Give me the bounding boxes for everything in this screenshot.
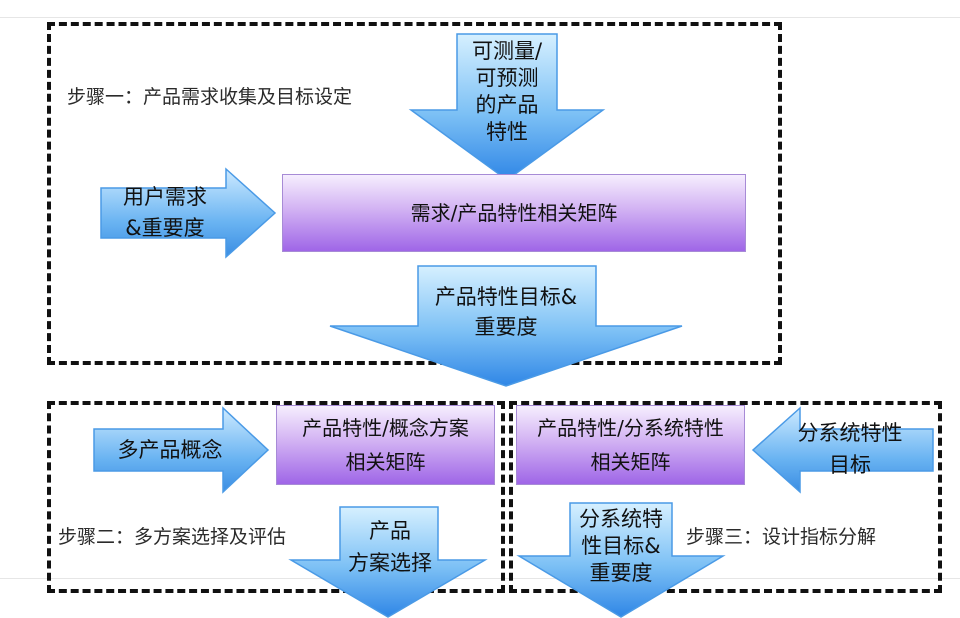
user-needs-right-arrow <box>100 167 277 259</box>
subsystem-targets-in-label: 分系统特性 目标 <box>797 421 903 477</box>
step3-label: 步骤三：设计指标分解 <box>686 526 877 548</box>
product-solution-arrow-label: 产品 方案选择 <box>348 519 432 575</box>
bottom-divider <box>0 578 960 579</box>
step2-dashed-frame <box>47 401 505 593</box>
multi-concepts-right-arrow <box>93 406 270 494</box>
subsystem-targets-down-arrow <box>516 502 726 618</box>
subsystem-targets-left-arrow <box>751 406 934 494</box>
user-needs-arrow-label: 用户需求 &重要度 <box>123 185 207 240</box>
step1-dashed-frame <box>47 22 782 365</box>
product-targets-arrow-label: 产品特性目标& 重要度 <box>434 285 578 339</box>
product-targets-down-arrow <box>329 265 683 387</box>
measurable-down-arrow <box>408 33 606 181</box>
subsystem-targets-out-label: 分系统特 性目标& 重要度 <box>579 506 663 585</box>
product-solution-down-arrow <box>288 506 488 618</box>
concept-matrix-box: 产品特性/概念方案 相关矩阵 <box>276 405 495 485</box>
subsystem-matrix-box: 产品特性/分系统特性 相关矩阵 <box>516 405 745 485</box>
step1-label: 步骤一：产品需求收集及目标设定 <box>67 86 353 108</box>
measurable-arrow-label: 可测量/ 可预测 的产品 特性 <box>471 39 543 144</box>
step3-dashed-frame <box>509 401 942 593</box>
needs-matrix-box: 需求/产品特性相关矩阵 <box>282 174 746 252</box>
multi-concepts-arrow-label: 多产品概念 <box>117 437 223 462</box>
top-divider <box>0 17 960 18</box>
step2-label: 步骤二：多方案选择及评估 <box>58 526 287 548</box>
